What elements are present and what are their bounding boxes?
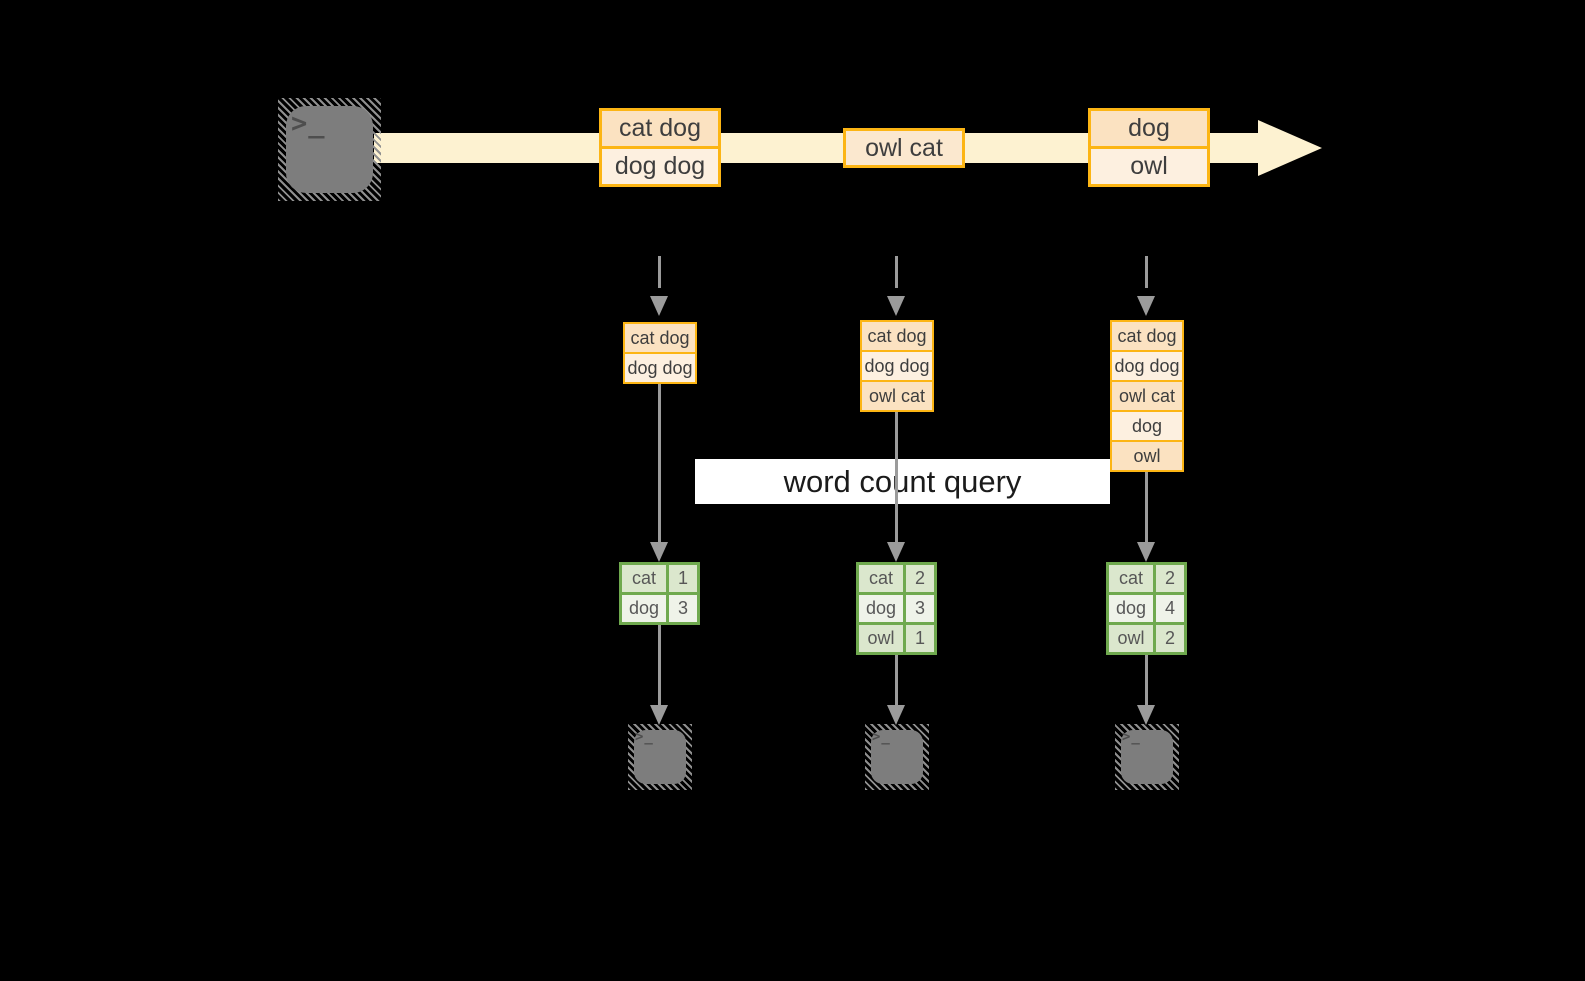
buffer-stack-3: cat dog dog dog owl cat dog owl (1110, 320, 1184, 472)
terminal-icon-body (1121, 730, 1173, 784)
event-box-3: dog owl (1088, 108, 1210, 187)
terminal-prompt-icon: >_ (291, 108, 326, 139)
buffer-record: owl cat (1112, 382, 1182, 410)
terminal-prompt-icon: >_ (1122, 729, 1141, 745)
terminal-prompt-icon: >_ (635, 729, 654, 745)
count-word: cat (1109, 565, 1153, 592)
arrow-down-icon (887, 705, 905, 725)
connector-line (1145, 655, 1148, 707)
count-table-3: cat 2 dog 4 owl 2 (1106, 562, 1187, 655)
dashed-arrow-line (658, 256, 661, 288)
event-record: dog dog (602, 149, 718, 184)
buffer-record: dog dog (862, 352, 932, 380)
sink-terminal-icon: >_ (628, 724, 692, 790)
buffer-stack-1: cat dog dog dog (623, 322, 697, 384)
query-label: word count query (783, 463, 1022, 499)
count-table-1: cat 1 dog 3 (619, 562, 700, 625)
arrow-down-icon (887, 296, 905, 316)
count-value: 2 (1156, 565, 1184, 592)
connector-line (895, 412, 898, 544)
count-value: 4 (1156, 595, 1184, 622)
connector-line (658, 625, 661, 707)
count-table-2: cat 2 dog 3 owl 1 (856, 562, 937, 655)
sink-terminal-icon: >_ (865, 724, 929, 790)
arrow-down-icon (1137, 296, 1155, 316)
event-record: owl (1091, 149, 1207, 184)
count-word: dog (622, 595, 666, 622)
buffer-record: cat dog (625, 324, 695, 352)
terminal-prompt-icon: >_ (872, 729, 891, 745)
source-terminal-icon: >_ (278, 98, 381, 201)
event-box-2: owl cat (843, 128, 965, 168)
event-record: owl cat (846, 131, 962, 165)
buffer-record: cat dog (862, 322, 932, 350)
count-value: 1 (669, 565, 697, 592)
count-value: 1 (906, 625, 934, 652)
event-box-1: cat dog dog dog (599, 108, 721, 187)
event-record: dog (1091, 111, 1207, 146)
count-word: dog (1109, 595, 1153, 622)
buffer-record: owl (1112, 442, 1182, 470)
event-record: cat dog (602, 111, 718, 146)
arrow-down-icon (650, 542, 668, 562)
terminal-icon-body (286, 106, 373, 193)
terminal-icon-body (634, 730, 686, 784)
stream-arrowhead-icon (1258, 120, 1322, 176)
connector-line (895, 655, 898, 707)
buffer-stack-2: cat dog dog dog owl cat (860, 320, 934, 412)
buffer-record: cat dog (1112, 322, 1182, 350)
connector-line (658, 384, 661, 544)
count-value: 3 (669, 595, 697, 622)
count-value: 3 (906, 595, 934, 622)
count-word: dog (859, 595, 903, 622)
query-label-box: word count query (695, 459, 1110, 504)
count-word: owl (859, 625, 903, 652)
count-value: 2 (906, 565, 934, 592)
count-word: owl (1109, 625, 1153, 652)
buffer-record: dog dog (1112, 352, 1182, 380)
terminal-icon-body (871, 730, 923, 784)
buffer-record: owl cat (862, 382, 932, 410)
arrow-down-icon (1137, 542, 1155, 562)
dashed-arrow-line (895, 256, 898, 288)
arrow-down-icon (887, 542, 905, 562)
count-value: 2 (1156, 625, 1184, 652)
connector-line (1145, 472, 1148, 544)
buffer-record: dog (1112, 412, 1182, 440)
arrow-down-icon (650, 705, 668, 725)
count-word: cat (622, 565, 666, 592)
arrow-down-icon (650, 296, 668, 316)
arrow-down-icon (1137, 705, 1155, 725)
sink-terminal-icon: >_ (1115, 724, 1179, 790)
dashed-arrow-line (1145, 256, 1148, 288)
buffer-record: dog dog (625, 354, 695, 382)
count-word: cat (859, 565, 903, 592)
